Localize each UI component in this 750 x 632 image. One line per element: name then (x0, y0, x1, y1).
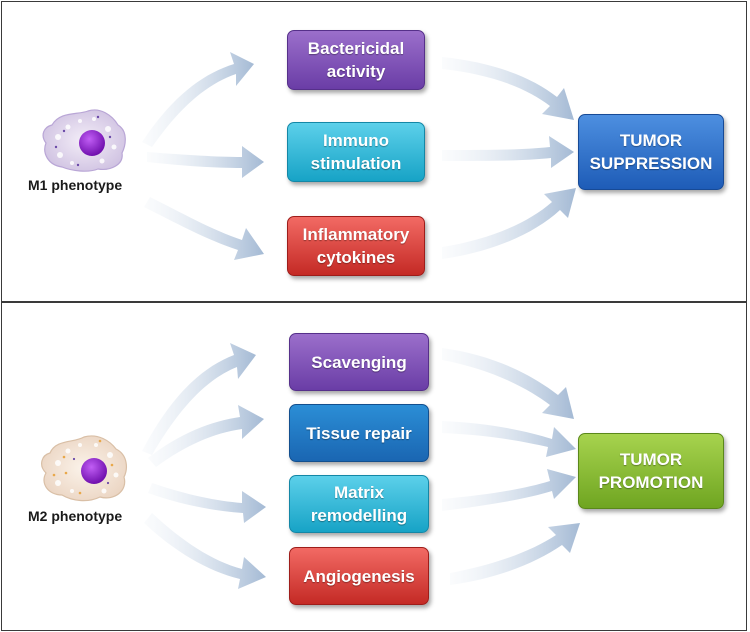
effect-inflammatory-cytokines: Inflammatory cytokines (287, 216, 425, 276)
outcome-tumor-promotion: TUMOR PROMOTION (578, 433, 724, 509)
m1-arrow-to-inflammatory (144, 197, 264, 260)
effect-immuno-stimulation: Immuno stimulation (287, 122, 425, 182)
m1-arrow-to-immuno (147, 146, 264, 178)
m2-arrow-to-tissue-repair (148, 405, 264, 467)
effect-scavenging: Scavenging (289, 333, 429, 391)
m2-arrow-scavenging-to-outcome (442, 348, 574, 419)
m2-macrophage-cell (41, 435, 127, 502)
m1-arrow-to-bactericidal (142, 52, 254, 147)
m1-panel: M1 phenotype Bactericidal activity Immun… (1, 1, 747, 302)
m1-arrow-inflammatory-to-outcome (442, 188, 576, 259)
m1-arrow-immuno-to-outcome (442, 136, 574, 168)
m2-arrow-to-angiogenesis (144, 513, 266, 589)
m2-arrow-to-scavenging (142, 343, 256, 455)
m1-arrow-bactericidal-to-outcome (442, 57, 574, 120)
effect-bactericidal-activity: Bactericidal activity (287, 30, 425, 90)
m2-arrow-to-matrix-remodelling (148, 483, 266, 523)
m1-phenotype-label: M1 phenotype (28, 177, 123, 193)
effect-matrix-remodelling: Matrix remodelling (289, 475, 429, 533)
m1-macrophage-cell (42, 109, 126, 172)
m1-arrows (142, 52, 576, 260)
m2-phenotype-label: M2 phenotype (28, 508, 123, 524)
effect-angiogenesis: Angiogenesis (289, 547, 429, 605)
m2-arrows (142, 343, 580, 589)
m2-panel: M2 phenotype Scavenging Tissue repair Ma… (1, 302, 747, 631)
effect-tissue-repair: Tissue repair (289, 404, 429, 462)
m2-arrow-matrix-to-outcome (442, 469, 576, 511)
m2-arrow-tissue-repair-to-outcome (442, 421, 576, 457)
outcome-tumor-suppression: TUMOR SUPPRESSION (578, 114, 724, 190)
m2-arrow-angiogenesis-to-outcome (450, 523, 580, 585)
